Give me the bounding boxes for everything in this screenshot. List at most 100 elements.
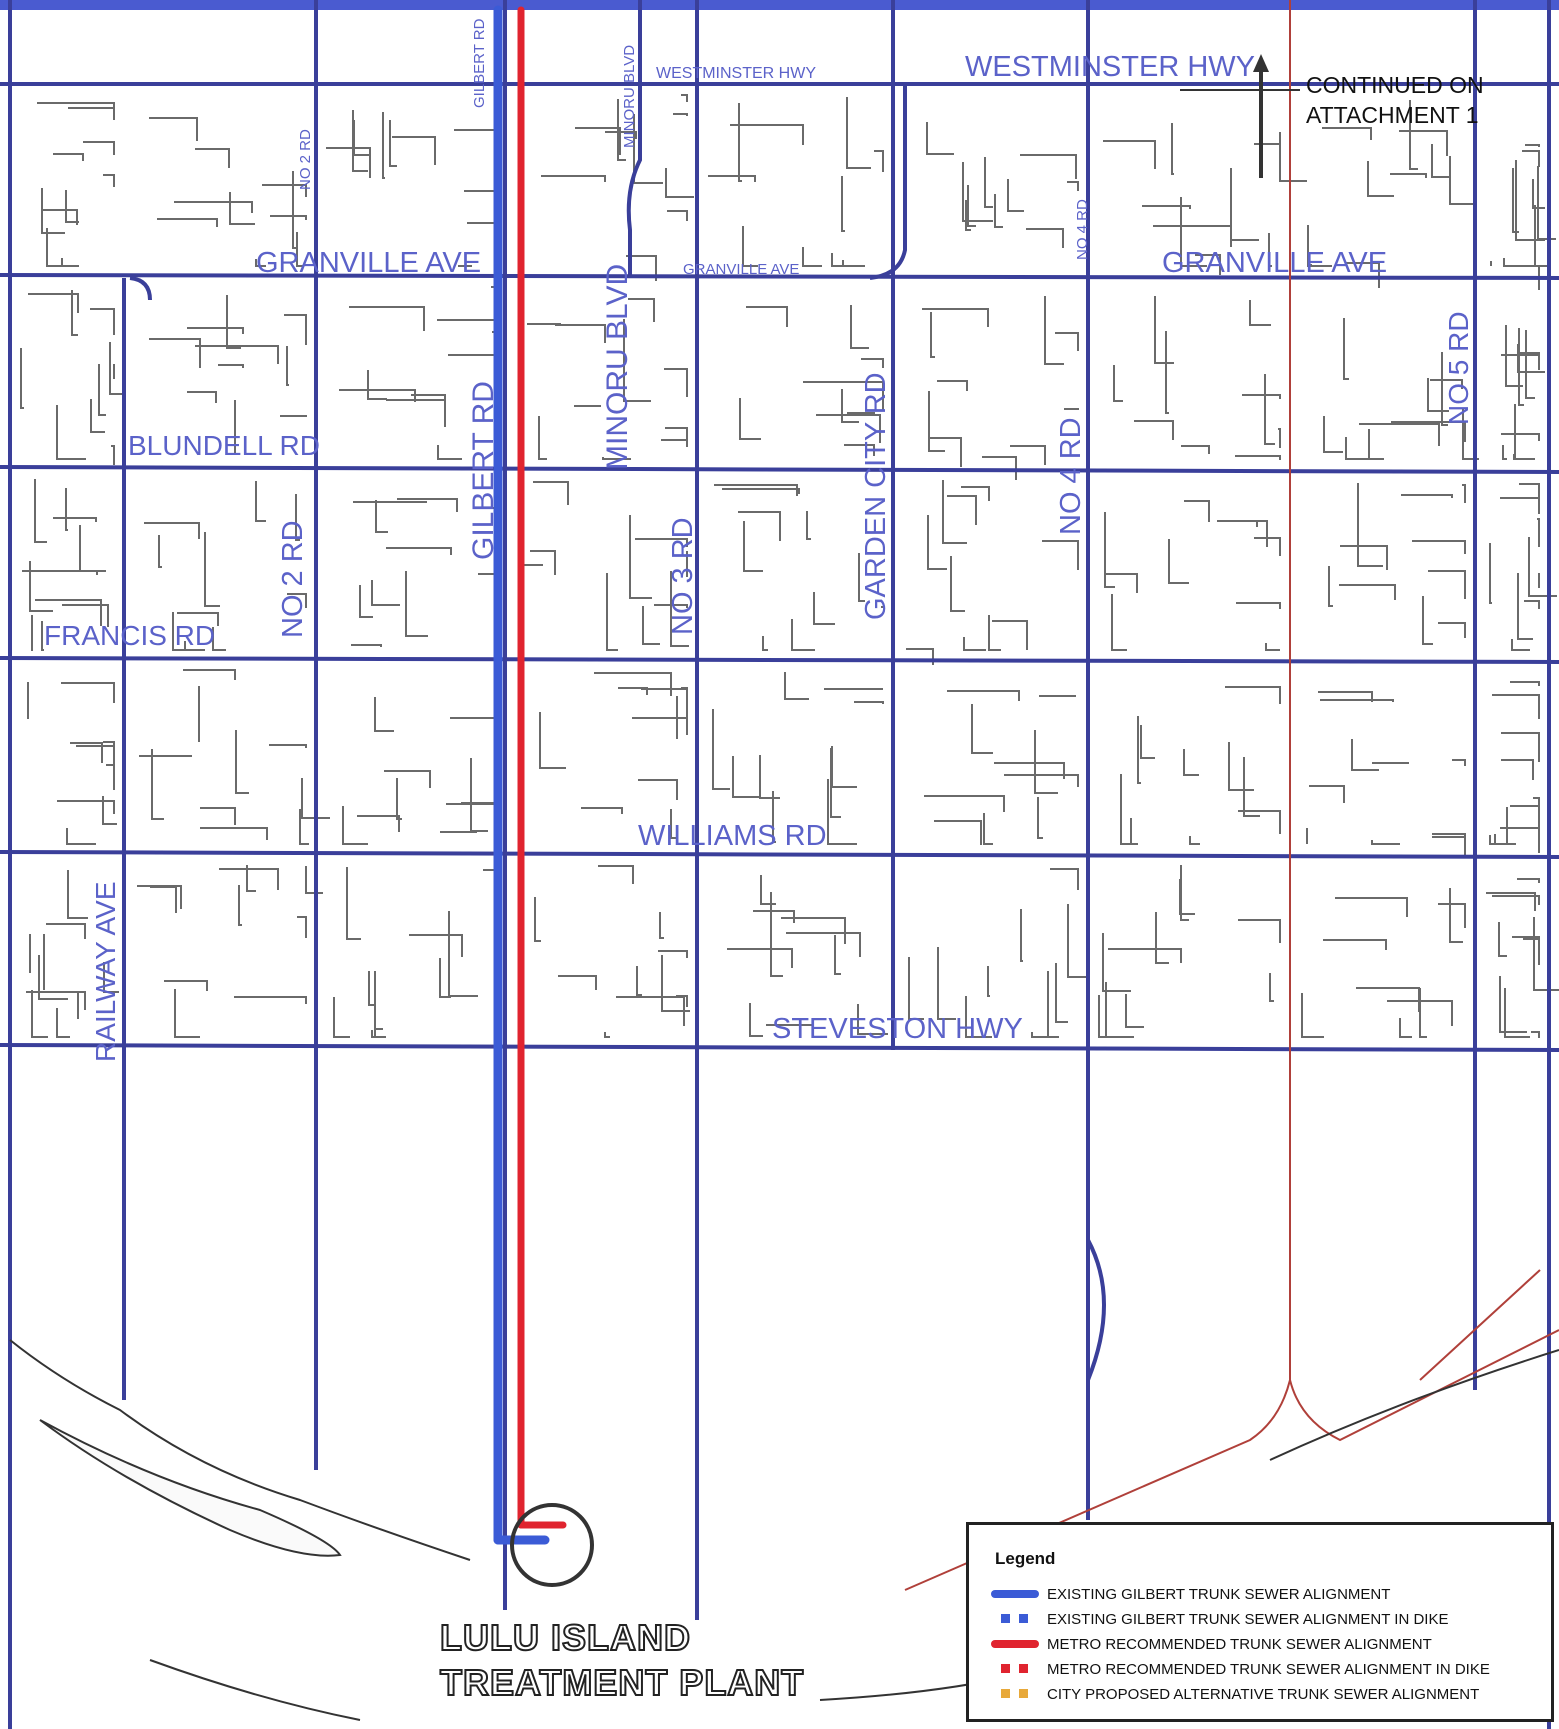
local-street (642, 606, 660, 645)
local-street (26, 991, 79, 1019)
local-street (28, 293, 79, 313)
local-street (861, 358, 884, 368)
local-street (1007, 179, 1024, 212)
local-street (857, 1004, 888, 1035)
local-street (1010, 445, 1046, 465)
local-street (389, 120, 397, 167)
local-street (1533, 797, 1540, 827)
local-street (386, 547, 452, 555)
local-street (654, 604, 688, 608)
local-street (575, 127, 621, 155)
local-street (1449, 156, 1477, 205)
local-street (70, 742, 103, 763)
local-street (1104, 512, 1115, 588)
legend-item: CITY PROPOSED ALTERNATIVE TRUNK SEWER AL… (991, 1683, 1479, 1705)
local-street (27, 682, 29, 719)
local-street (1195, 254, 1221, 275)
local-street (38, 955, 68, 1000)
local-street (934, 820, 982, 845)
local-street (113, 784, 115, 790)
local-street (1026, 228, 1064, 248)
local-street (109, 342, 123, 395)
local-street (246, 865, 256, 892)
local-street (1137, 716, 1141, 784)
local-street (66, 828, 96, 845)
local-street (71, 290, 78, 336)
local-street (367, 370, 387, 400)
local-street (1020, 909, 1023, 962)
local-street (1486, 892, 1536, 911)
gilbert-rd-label: GILBERT RD (467, 381, 500, 560)
local-street (638, 779, 678, 800)
local-street (742, 226, 758, 267)
local-street (1105, 982, 1134, 1038)
local-street (982, 456, 1017, 480)
local-street (770, 892, 783, 977)
local-street (598, 865, 634, 884)
local-street (947, 690, 1020, 701)
local-street (53, 517, 97, 522)
local-street (284, 314, 307, 345)
local-street (929, 437, 962, 467)
local-street (1264, 374, 1275, 445)
local-street (286, 346, 289, 386)
local-street (686, 551, 688, 577)
local-street (987, 966, 990, 997)
local-street (1064, 408, 1079, 410)
plant-label-line-1: LULU ISLAND (439, 1616, 691, 1659)
local-street (41, 621, 44, 651)
local-street (339, 389, 416, 402)
local-street (1441, 352, 1448, 426)
local-street (1492, 694, 1540, 719)
local-street (1387, 1000, 1453, 1026)
local-street (1104, 573, 1138, 593)
local-street (349, 306, 425, 331)
local-street (881, 606, 884, 608)
local-street (1492, 895, 1540, 905)
local-street (743, 521, 763, 572)
local-street (297, 916, 307, 938)
local-street (287, 593, 307, 608)
local-street (1142, 205, 1191, 209)
local-street (1533, 917, 1559, 991)
local-street (1391, 421, 1466, 442)
local-street (229, 192, 255, 225)
local-street (1328, 566, 1333, 607)
local-street (1184, 500, 1210, 522)
local-street (392, 136, 436, 165)
local-street (346, 867, 361, 940)
local-street (1500, 827, 1540, 853)
local-street (342, 806, 368, 845)
local-street (397, 498, 458, 512)
steveston-hwy-label: STEVESTON HWY (772, 1013, 1023, 1045)
local-street (164, 980, 208, 991)
continued-line-2: ATTACHMENT 1 (1306, 102, 1479, 128)
local-street (1171, 123, 1174, 175)
minoru-blvd-label-top: MINORU BLVD (621, 45, 638, 148)
local-street (299, 809, 309, 845)
legend-item: METRO RECOMMENDED TRUNK SEWER ALIGNMENT … (991, 1658, 1490, 1680)
local-street (103, 741, 115, 766)
local-street (158, 535, 162, 568)
local-street (187, 327, 244, 334)
legend-symbol (991, 1633, 1039, 1655)
local-street (1500, 497, 1540, 514)
local-street (20, 348, 24, 409)
local-street (1249, 300, 1271, 326)
local-street (628, 298, 655, 322)
local-street (200, 807, 236, 825)
local-street (1345, 262, 1380, 288)
local-street (144, 522, 200, 539)
local-street (1225, 686, 1281, 704)
local-street (753, 910, 795, 923)
local-street (1265, 643, 1280, 651)
local-street (204, 532, 220, 607)
local-street (382, 112, 385, 179)
legend: Legend EXISTING GILBERT TRUNK SEWER ALIG… (966, 1522, 1554, 1722)
no4-rd-label: NO 4 RD (1055, 417, 1087, 535)
local-street (665, 427, 688, 442)
local-street (762, 636, 768, 651)
local-street (791, 619, 815, 651)
local-street (937, 947, 956, 1020)
